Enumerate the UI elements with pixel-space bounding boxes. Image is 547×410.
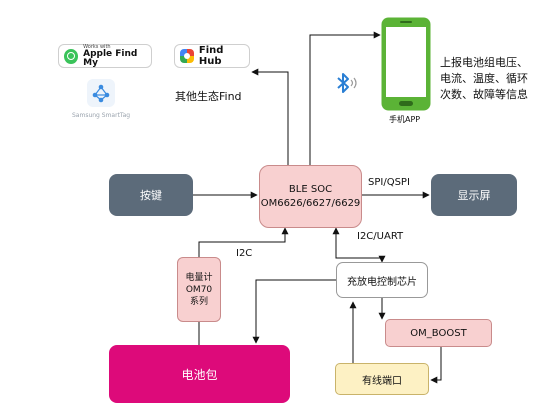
key-label: 按键 (140, 189, 162, 202)
battery-block: 电池包 (109, 345, 290, 403)
apple-find-my-badge: Works with Apple Find My (58, 44, 152, 68)
i2c-uart-label: I2C/UART (357, 231, 404, 242)
i2c-label: I2C (236, 248, 253, 259)
boost-block: OM_BOOST (385, 319, 492, 347)
charger-label: 充放电控制芯片 (347, 276, 417, 288)
ble-soc-block: BLE SOC OM6626/6627/6629 (259, 165, 362, 228)
phone-icon (381, 17, 431, 111)
port-block: 有线端口 (335, 363, 429, 395)
smarttag-label: Samsung SmartTag (72, 112, 131, 119)
display-block: 显示屏 (431, 174, 517, 216)
fuel-gauge-block: 电量计 OM70 系列 (177, 257, 221, 322)
soc-charger-arrow (332, 227, 386, 263)
soc-to-ecosystem-arrow (251, 68, 289, 165)
soc-title: BLE SOC (288, 183, 333, 195)
report-text: 上报电池组电压、 电流、温度、循环 次数、故障等信息 (440, 55, 528, 103)
bluetooth-icon (337, 73, 357, 93)
report-text-line: 次数、故障等信息 (440, 88, 528, 101)
find-hub-text: Find Hub (198, 45, 224, 67)
report-text-line: 上报电池组电压、 (440, 56, 528, 69)
charger-to-battery-arrow (252, 279, 336, 344)
find-hub-badge: Find Hub (174, 44, 250, 68)
gauge-to-soc-arrow (198, 227, 289, 257)
ecosystem-label: 其他生态Find (175, 90, 242, 103)
soc-model: OM6626/6627/6629 (260, 197, 361, 209)
smarttag-icon (87, 79, 115, 107)
spi-label: SPI/QSPI (368, 177, 410, 188)
find-hub-icon (180, 49, 194, 63)
key-block: 按键 (109, 174, 193, 216)
fuel-gauge-model: OM70 (185, 284, 213, 295)
report-text-line: 电流、温度、循环 (440, 72, 528, 85)
fuel-gauge-series: 系列 (189, 296, 208, 307)
port-label: 有线端口 (362, 375, 402, 387)
boost-label: OM_BOOST (410, 327, 467, 339)
boost-to-port-arrow (430, 347, 442, 384)
apple-find-my-text: Apple Find My (83, 48, 138, 68)
display-label: 显示屏 (457, 189, 491, 202)
battery-label: 电池包 (181, 367, 218, 382)
soc-to-phone-arrow (309, 31, 381, 165)
fuel-gauge-label: 电量计 (185, 272, 213, 283)
find-my-icon (64, 48, 79, 64)
apple-find-my-small-text: Works with (83, 43, 111, 50)
phone-label: 手机APP (389, 115, 421, 124)
charger-block: 充放电控制芯片 (336, 262, 428, 298)
